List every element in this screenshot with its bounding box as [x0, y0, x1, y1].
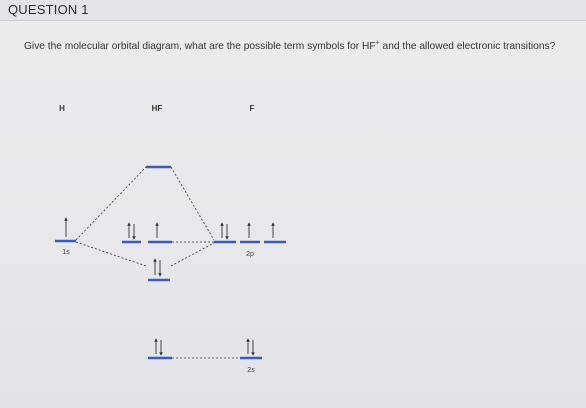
orbital-hf-sigma [148, 258, 170, 282]
question-text-main: Give the molecular orbital diagram, what… [24, 41, 376, 52]
header-bar: QUESTION 1 [0, 0, 586, 21]
column-label-hf: HF [152, 104, 163, 113]
orbital-label-f-2s: 2s [247, 367, 255, 374]
orbital-hf-2s [148, 338, 172, 360]
column-label-f: F [250, 104, 255, 113]
column-label-h: H [59, 104, 65, 113]
orbital-label-f-2p: 2p [246, 251, 254, 258]
connector-sigma-to-f2p [170, 242, 215, 267]
orbital-h-1s: 1s [55, 217, 76, 256]
orbital-f-2p: 2p [214, 222, 286, 258]
orbital-f-2s: 2s [240, 338, 262, 374]
orbital-hf-nonbonding [122, 222, 172, 244]
connector-lines [75, 166, 240, 359]
connector-sigma-star-to-f2p [170, 166, 215, 241]
orbital-label-h-1s: 1s [62, 249, 70, 256]
question-superscript: + [375, 39, 380, 47]
question-text-tail: and the allowed electronic transitions? [379, 41, 556, 52]
connector-h-to-sigma-star [75, 166, 147, 241]
question-heading: QUESTION 1 [8, 2, 89, 17]
question-text: Give the molecular orbital diagram, what… [24, 40, 574, 53]
connector-h-to-sigma [75, 241, 147, 267]
